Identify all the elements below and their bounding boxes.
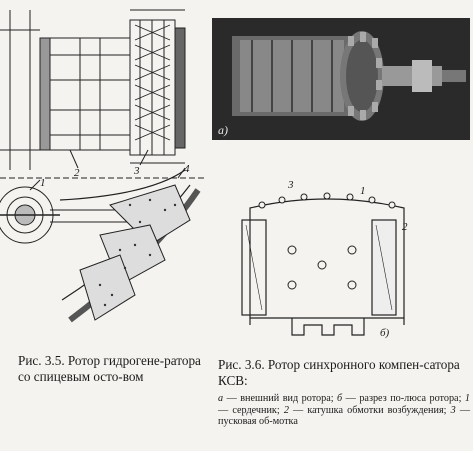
legend-b-text: — разрез по-люса ротора; xyxy=(342,393,465,404)
legend-2-text: — катушка обмотки возбуждения; xyxy=(288,404,451,416)
label-1: 1 xyxy=(40,177,46,189)
label-2: 2 xyxy=(402,221,408,233)
figure-3-6-legend: а — внешний вид ротора; б — разрез по-лю… xyxy=(218,393,470,428)
legend-2: 2 xyxy=(283,404,289,416)
legend-3: 3 xyxy=(450,404,456,416)
legend-3-text: — пусковая об-мотка xyxy=(218,404,471,428)
photo-label-a: а) xyxy=(218,123,228,137)
legend-1-text: — сердечник; xyxy=(218,404,284,416)
hydrogenerator-rotor-drawing: 1 2 3 4 xyxy=(0,8,205,323)
legend-b: б xyxy=(337,393,343,404)
legend-a: а xyxy=(218,393,224,404)
legend-1: 1 xyxy=(464,393,470,404)
compensator-rotor-photo: а) xyxy=(212,18,470,140)
figure-3-5-caption: Рис. 3.5. Ротор гидрогене-ратора со спиц… xyxy=(18,353,201,384)
label-4: 4 xyxy=(184,163,190,175)
legend-a-text: — внешний вид ротора; xyxy=(223,393,338,404)
label-2: 2 xyxy=(74,167,80,179)
figure-3-6-caption: Рис. 3.6. Ротор синхронного компен-сатор… xyxy=(218,357,460,388)
label-1: 1 xyxy=(360,185,366,197)
label-3: 3 xyxy=(133,165,140,177)
label-3: 3 xyxy=(287,179,294,191)
rotor-pole-section-drawing: 3 1 2 б) xyxy=(241,179,408,339)
drawing-label-b: б) xyxy=(380,327,390,339)
